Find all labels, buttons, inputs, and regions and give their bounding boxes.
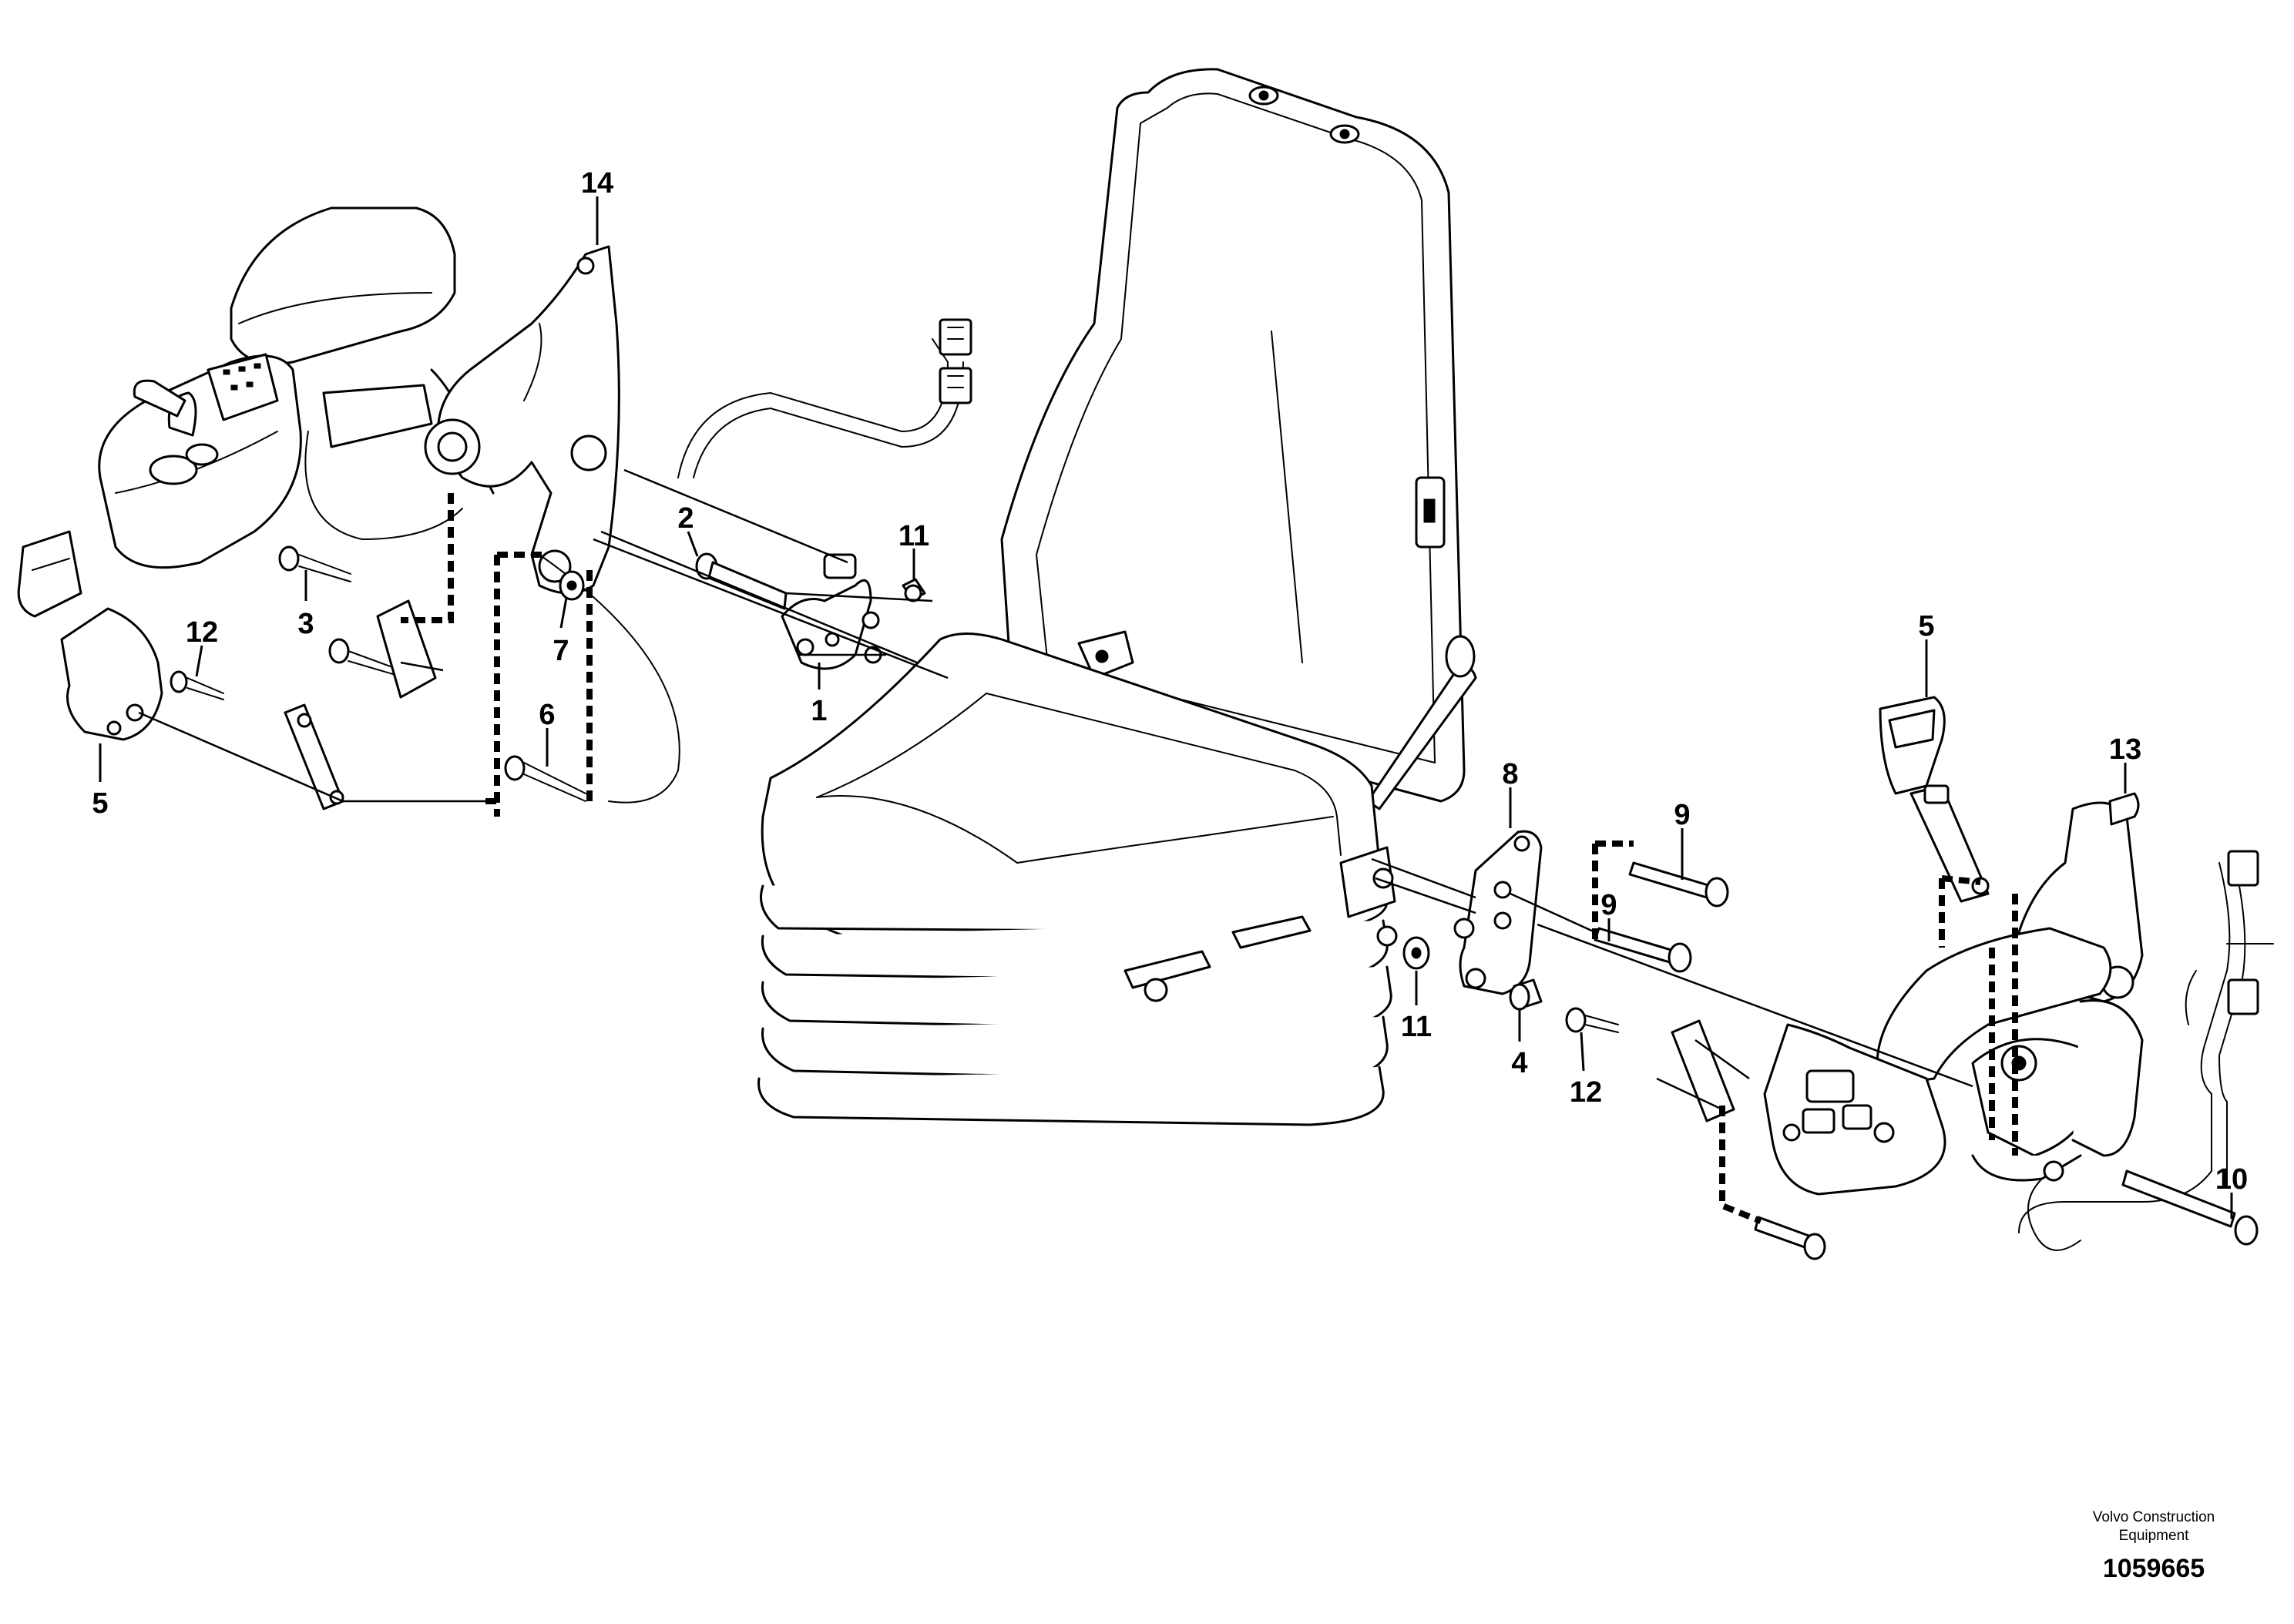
operator-seat <box>757 68 1477 1126</box>
right-dashed-lines <box>1592 841 2018 1224</box>
footer: Volvo Construction Equipment 1059665 <box>2093 1509 2215 1583</box>
callout-12-left: 12 <box>186 616 218 649</box>
right-control-armrest <box>1763 696 2274 1251</box>
left-armrest-pad <box>230 206 456 365</box>
left-wiring-harness <box>677 318 972 478</box>
left-assembly-lines <box>138 468 949 803</box>
armrest-support-bracket <box>436 245 620 595</box>
callout-3: 3 <box>297 608 314 640</box>
callout-10: 10 <box>2215 1163 2248 1196</box>
callout-1: 1 <box>811 695 827 727</box>
callout-9-top: 9 <box>1674 799 1690 831</box>
callout-2: 2 <box>677 502 694 535</box>
callout-6: 6 <box>539 699 555 731</box>
left-mount-plate <box>376 599 437 699</box>
callout-11-top: 11 <box>898 520 929 552</box>
left-control-armrest <box>98 206 680 804</box>
callout-7: 7 <box>553 635 569 667</box>
company-name-line1: Volvo Construction <box>2093 1509 2215 1525</box>
callout-5-left: 5 <box>92 787 108 820</box>
callout-5-right: 5 <box>1918 610 1934 643</box>
callout-leaders <box>99 196 2233 1219</box>
callout-4: 4 <box>1511 1047 1527 1079</box>
callout-11-bottom: 11 <box>1401 1011 1432 1043</box>
callout-8: 8 <box>1502 758 1518 790</box>
callout-14: 14 <box>581 167 613 200</box>
callout-12-right: 12 <box>1570 1076 1602 1109</box>
left-seatbelt-parts <box>17 530 344 810</box>
callout-9-mid: 9 <box>1600 889 1617 921</box>
company-name-line2: Equipment <box>2119 1528 2190 1544</box>
callout-13: 13 <box>2109 733 2141 766</box>
left-hardware <box>170 545 926 802</box>
left-seatbelt-bracket <box>60 607 163 741</box>
right-harness-connector <box>2227 850 2259 887</box>
long-bolt-head <box>2234 1215 2259 1246</box>
harness-connector <box>939 318 972 356</box>
left-dashed-lines <box>401 493 593 817</box>
right-hardware <box>1402 830 2259 1260</box>
document-number: 1059665 <box>2103 1554 2205 1583</box>
callout-numbers: 14 2 11 3 7 12 1 6 5 5 13 8 9 9 11 4 12 … <box>92 167 2248 1196</box>
right-assembly-lines <box>1371 857 1973 1111</box>
seat-slide-handle <box>1123 950 1211 989</box>
